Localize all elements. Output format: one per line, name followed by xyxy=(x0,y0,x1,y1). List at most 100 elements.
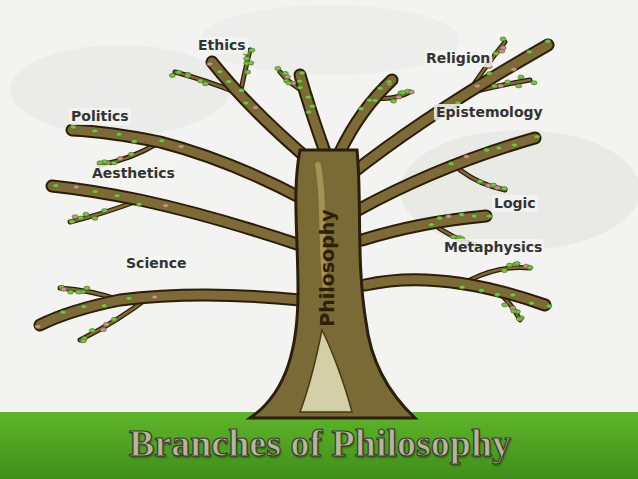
leaf xyxy=(531,81,537,85)
leaf xyxy=(89,329,95,333)
leaf xyxy=(446,215,452,219)
leaf xyxy=(510,293,516,297)
leaf xyxy=(493,52,499,56)
leaf xyxy=(176,70,182,74)
leaf xyxy=(131,139,137,143)
leaf xyxy=(459,285,465,289)
leaf xyxy=(185,74,191,78)
leaf xyxy=(448,162,454,166)
leaf xyxy=(486,72,492,76)
leaf xyxy=(299,71,305,75)
leaf xyxy=(501,269,507,273)
leaf xyxy=(305,95,311,99)
leaf xyxy=(477,180,483,184)
leaf xyxy=(502,303,508,307)
leaf xyxy=(507,263,513,267)
leaf xyxy=(386,80,392,84)
leaf-group xyxy=(35,37,552,343)
diagram-title: Branches of Philosophy xyxy=(129,421,511,465)
leaf xyxy=(428,223,434,227)
leaf xyxy=(512,143,518,147)
leaf xyxy=(437,216,443,220)
leaf xyxy=(516,317,522,321)
leaf xyxy=(545,40,551,44)
leaf xyxy=(61,287,67,291)
leaf xyxy=(92,190,98,194)
leaf xyxy=(377,86,383,90)
leaf xyxy=(152,295,158,299)
leaf xyxy=(159,139,165,143)
leaf xyxy=(358,107,364,111)
leaf xyxy=(494,292,500,296)
tree-trunk xyxy=(250,150,415,418)
leaf xyxy=(76,290,82,294)
leaf xyxy=(217,70,223,74)
leaf xyxy=(306,110,312,114)
leaf xyxy=(391,99,397,103)
leaf xyxy=(396,95,402,99)
leaf xyxy=(459,213,465,217)
leaf xyxy=(511,67,517,71)
leaf xyxy=(282,71,288,75)
leaf xyxy=(114,194,120,198)
leaf xyxy=(514,262,520,266)
leaf xyxy=(498,84,504,88)
trunk-label: Philosophy xyxy=(316,209,338,326)
leaf xyxy=(249,48,255,52)
branch-label: Science xyxy=(124,255,188,272)
leaf xyxy=(529,301,535,305)
leaf xyxy=(500,37,506,41)
leaf xyxy=(84,286,90,290)
leaf xyxy=(163,204,169,208)
grass-ground xyxy=(0,412,638,479)
leaf xyxy=(72,215,78,219)
leaf xyxy=(534,135,540,139)
leaf xyxy=(53,184,59,188)
branch-label: Politics xyxy=(69,108,131,125)
leaf xyxy=(238,89,244,93)
trunk-highlight xyxy=(300,330,352,412)
leaf xyxy=(252,106,258,110)
leaf xyxy=(111,317,117,321)
branch xyxy=(40,45,548,325)
leaf xyxy=(248,61,254,65)
leaf xyxy=(275,66,281,70)
leaf xyxy=(408,90,414,94)
leaf xyxy=(484,148,490,152)
branch-label: Metaphysics xyxy=(442,239,544,256)
leaf xyxy=(80,339,86,343)
leaf xyxy=(486,214,492,218)
branch-label: Aesthetics xyxy=(90,165,177,182)
leaf xyxy=(102,209,108,213)
leaf xyxy=(78,216,84,220)
leaf xyxy=(92,129,98,133)
leaf xyxy=(511,309,517,313)
leaf xyxy=(501,187,507,191)
leaf xyxy=(471,214,477,218)
leaf xyxy=(116,132,122,136)
leaf xyxy=(70,125,76,129)
leaf xyxy=(60,310,66,314)
branch-outline xyxy=(40,45,548,325)
leaf xyxy=(83,212,89,216)
leaf xyxy=(474,84,480,88)
leaf xyxy=(546,304,552,308)
leaf xyxy=(527,266,533,270)
leaf xyxy=(309,104,315,108)
branch-label: Ethics xyxy=(196,37,248,54)
leaf xyxy=(104,322,110,326)
leaf xyxy=(516,84,522,88)
branch-label: Religion xyxy=(424,50,492,67)
leaf xyxy=(526,50,532,54)
leaf xyxy=(202,82,208,86)
leaf xyxy=(243,101,249,105)
leaf xyxy=(197,79,203,83)
cloud xyxy=(10,45,230,135)
leaf xyxy=(485,183,491,187)
leaf xyxy=(286,81,292,85)
leaf xyxy=(35,324,41,328)
leaf xyxy=(101,304,107,308)
leaf xyxy=(128,152,134,156)
leaf xyxy=(73,185,79,189)
leaf xyxy=(169,73,175,77)
